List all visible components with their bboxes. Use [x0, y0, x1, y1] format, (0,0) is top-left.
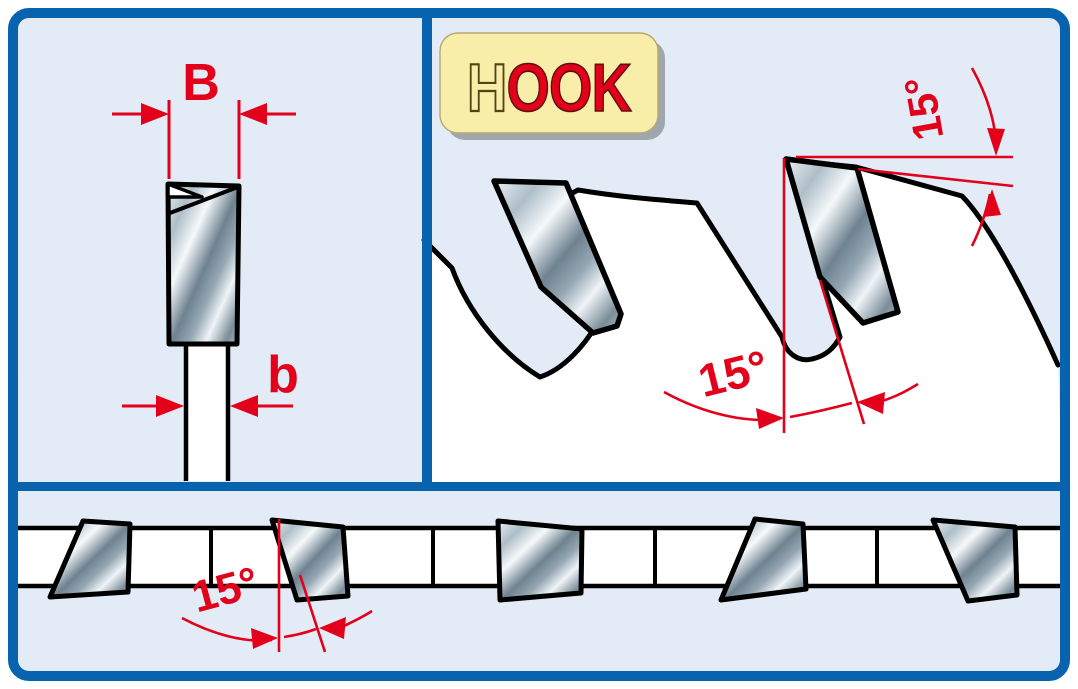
arrow-down-icon [987, 128, 1005, 156]
arrow-right-icon [756, 408, 784, 429]
arrow-right-icon [141, 103, 169, 125]
tooth-top-view-3 [495, 518, 585, 603]
arrow-left-icon [230, 395, 258, 417]
top-clearance-dimension: 15° [796, 67, 1014, 247]
frame-border [8, 8, 1070, 681]
blade-plate-front-view [183, 343, 231, 481]
tip-bevel-edge [168, 185, 240, 215]
arrow-up-icon [983, 189, 1001, 217]
angle-arc [283, 627, 317, 639]
top-view-panel: 15° [13, 516, 1065, 653]
hook-badge: HOOK [439, 32, 665, 140]
top-clearance-angle-label: 15° [895, 73, 952, 144]
carbide-tip-left [491, 178, 624, 336]
tooth-top-view-2 [269, 517, 351, 603]
arrow-right-icon [156, 395, 184, 417]
carbide-tip [165, 181, 242, 347]
kerf-dimension: B [112, 54, 296, 179]
vertical-divider [422, 13, 432, 487]
arrow-left-icon [857, 392, 885, 414]
bevel-edge-line [298, 574, 327, 653]
plate-thickness-label: b [267, 346, 299, 404]
angle-arc-tail [343, 609, 373, 628]
kerf-width-label: B [182, 54, 220, 112]
tooth-top-view-1 [47, 518, 133, 600]
badge-plate [439, 32, 659, 134]
angle-arc-tail [881, 382, 919, 403]
badge-text: HOOK [467, 51, 632, 126]
panel-dividers [13, 13, 1065, 491]
horizontal-divider [13, 482, 1065, 491]
tooth-top-view-4 [718, 516, 809, 603]
hook-badge-text-h: H [467, 51, 506, 126]
carbide-tip-right [783, 156, 901, 326]
hook-badge-text-ook: OOK [506, 51, 631, 126]
tip-bevel-facet [166, 182, 204, 199]
tooth-back-line [857, 167, 1014, 188]
tooth-top-view-5 [930, 517, 1020, 604]
kerf-width-panel: B b [112, 54, 299, 481]
arrow-right-icon [251, 628, 278, 649]
arrow-left-icon [239, 103, 267, 125]
carbide-tip-front-view [165, 181, 242, 347]
angle-arc [789, 401, 853, 419]
plate-thickness-dimension: b [122, 346, 299, 417]
hook-angle-panel: 15° 15° HOOK [421, 32, 1062, 482]
tooth-face-line [818, 279, 866, 425]
blade-profile-outline [421, 157, 1061, 380]
arrow-left-icon [319, 617, 346, 639]
plate-body [188, 343, 226, 481]
